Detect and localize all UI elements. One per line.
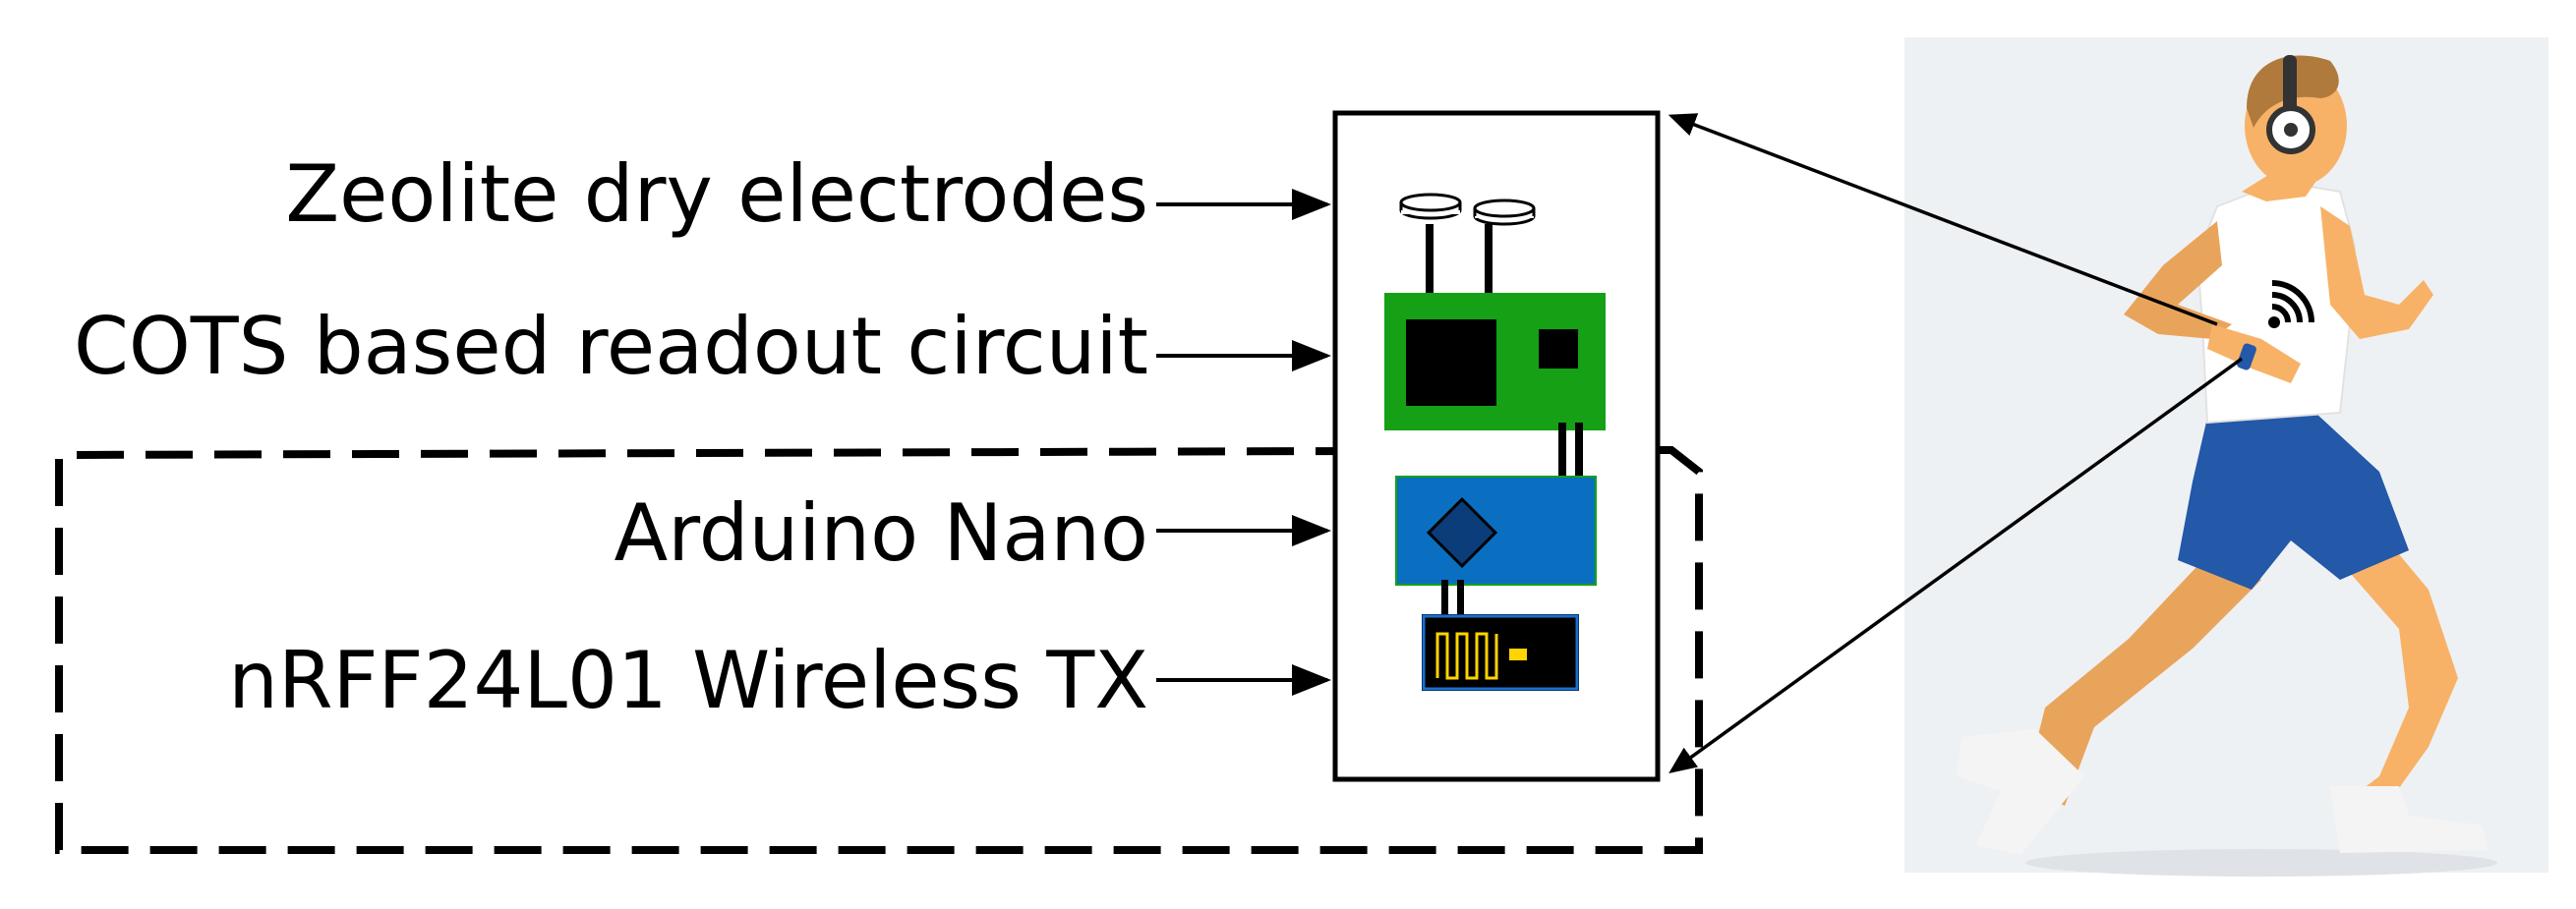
runner-panel (1904, 37, 2548, 877)
connector-wire-3 (1441, 580, 1448, 619)
headphone-center (2284, 123, 2298, 137)
wristband (2237, 343, 2256, 370)
front-arm (2320, 206, 2433, 339)
label-electrodes: Zeolite dry electrodes (285, 148, 1148, 240)
label-arduino-wrap: Arduino Nano (0, 484, 1148, 583)
back-leg (2025, 550, 2261, 806)
connector-wire-1 (1558, 423, 1566, 483)
front-leg (2330, 531, 2458, 816)
connector-wire-4 (1457, 580, 1464, 619)
callout-top-arrow (1668, 113, 2218, 326)
callout-bottom-arrow (1669, 357, 2244, 774)
label-electrodes-wrap: Zeolite dry electrodes (0, 145, 1148, 244)
back-shoe (1957, 729, 2084, 855)
label-readout: COTS based readout circuit (73, 301, 1148, 392)
front-shoe (2330, 786, 2488, 853)
back-arm (2124, 221, 2232, 339)
dashed-enclosure (55, 445, 1703, 854)
label-wireless: nRFF24L01 Wireless TX (228, 635, 1148, 726)
label-arduino: Arduino Nano (614, 487, 1148, 579)
label-readout-wrap: COTS based readout circuit (0, 298, 1148, 396)
connector-wire-2 (1575, 423, 1583, 483)
runner-shadow (2025, 849, 2497, 877)
shorts (2178, 413, 2409, 590)
wifi-icon (2268, 280, 2314, 328)
nrf-module-icon (1422, 614, 1579, 691)
electrodes-icon (1399, 193, 1536, 301)
label-wireless-wrap: nRFF24L01 Wireless TX (0, 632, 1148, 730)
readout-pcb-icon (1384, 293, 1606, 430)
arduino-nano-icon (1395, 476, 1597, 586)
headphone-band (2283, 55, 2297, 114)
